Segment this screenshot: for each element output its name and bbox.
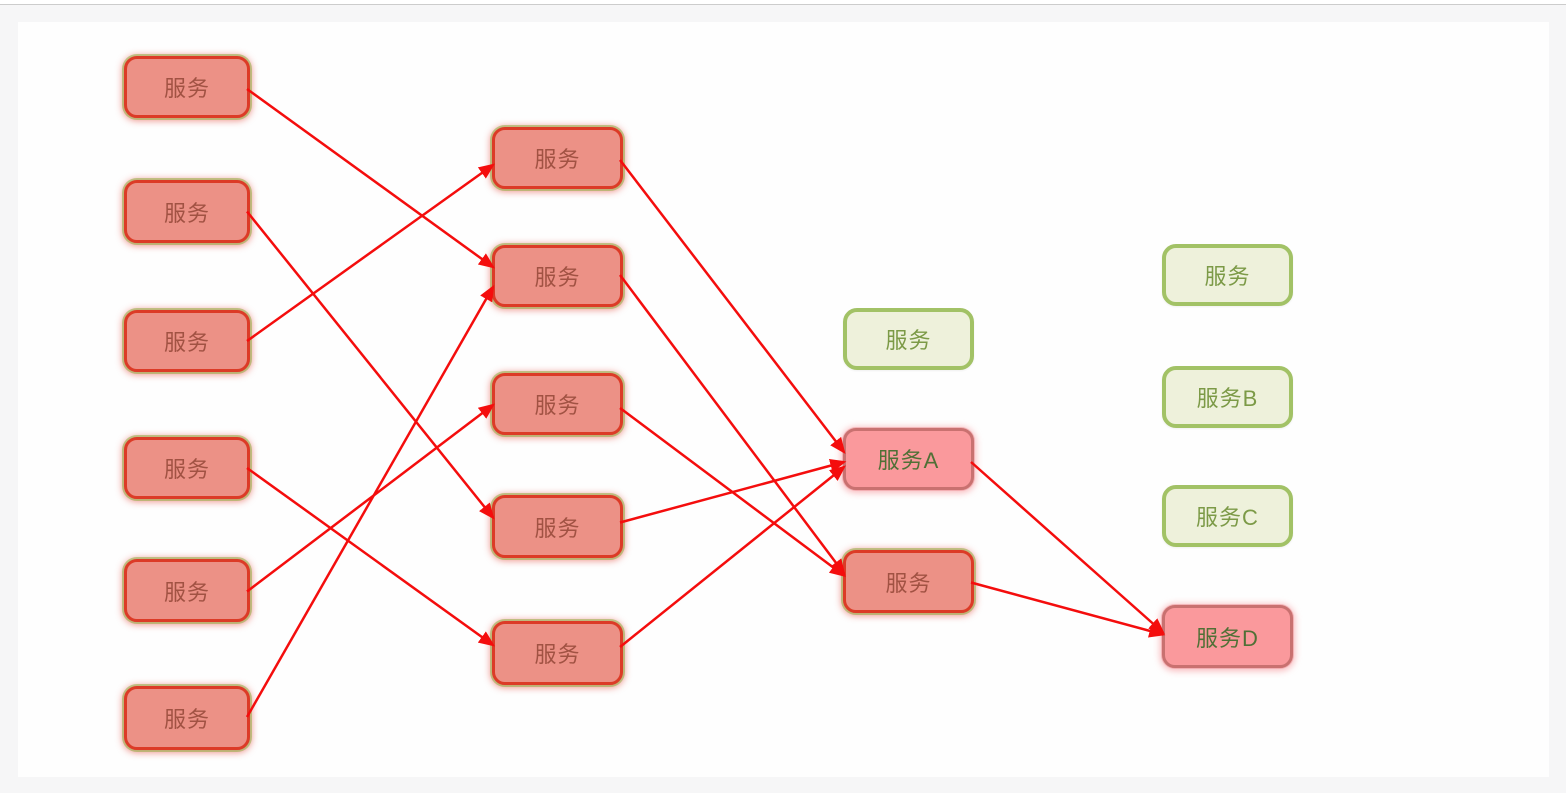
service-node-c2b3[interactable]: 服务: [492, 373, 623, 435]
service-node-label: 服务: [534, 642, 581, 667]
service-node-label: 服务C: [1196, 505, 1259, 530]
service-node-label: 服务B: [1196, 386, 1259, 411]
service-node-label: 服务: [163, 200, 210, 226]
service-node-label: 服务: [534, 147, 581, 172]
service-node-c1b1[interactable]: 服务: [124, 56, 250, 118]
service-node-c3a[interactable]: 服务A: [843, 428, 974, 490]
service-node-c1b2[interactable]: 服务: [124, 180, 250, 243]
service-node-label: 服务: [163, 76, 210, 101]
service-node-label: 服务: [885, 328, 932, 353]
service-node-c2b2[interactable]: 服务: [492, 245, 623, 307]
service-node-c4d[interactable]: 服务D: [1162, 605, 1293, 668]
service-node-label: 服务: [163, 330, 210, 355]
service-node-label: 服务: [885, 570, 932, 596]
service-node-c4b[interactable]: 服务B: [1162, 366, 1293, 428]
service-node-c1b6[interactable]: 服务: [124, 686, 250, 750]
service-node-c1b4[interactable]: 服务: [124, 437, 250, 499]
service-node-c4g[interactable]: 服务: [1162, 244, 1293, 306]
service-node-c2b5[interactable]: 服务: [492, 621, 623, 685]
service-node-c1b5[interactable]: 服务: [124, 559, 250, 622]
service-node-label: 服务: [534, 265, 581, 290]
service-node-label: 服务: [1204, 264, 1251, 289]
service-node-label: 服务: [163, 707, 210, 732]
service-node-c3r[interactable]: 服务: [843, 550, 974, 613]
service-node-label: 服务A: [877, 448, 940, 473]
browser-chrome-edge: [0, 0, 1566, 5]
service-node-c2b4[interactable]: 服务: [492, 495, 623, 558]
service-node-c3g[interactable]: 服务: [843, 308, 974, 370]
service-node-label: 服务: [534, 393, 581, 418]
service-node-c4c[interactable]: 服务C: [1162, 485, 1293, 547]
service-node-label: 服务: [163, 579, 210, 605]
service-node-label: 服务: [163, 457, 210, 482]
service-node-c2b1[interactable]: 服务: [492, 127, 623, 189]
service-node-c1b3[interactable]: 服务: [124, 310, 250, 372]
service-node-label: 服务: [534, 515, 581, 541]
service-node-label: 服务D: [1196, 625, 1259, 651]
